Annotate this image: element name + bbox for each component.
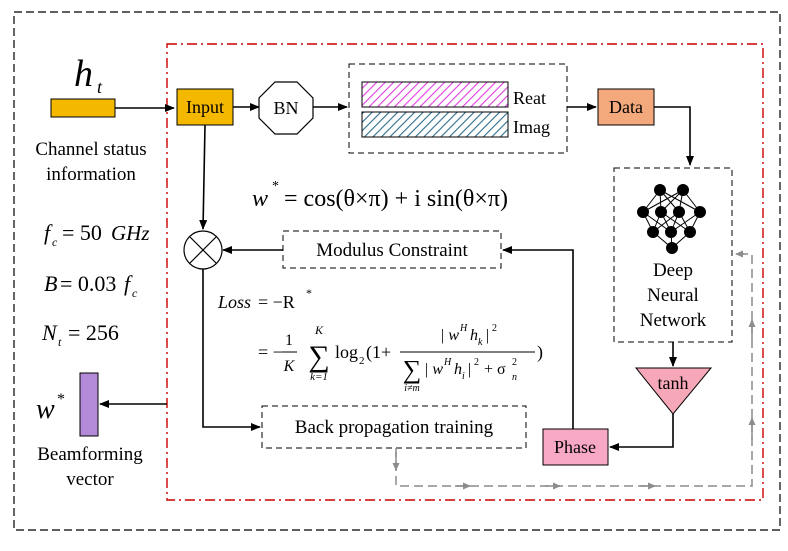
gradient-feedback-path	[392, 250, 756, 490]
loss-rhs: = −R	[258, 292, 295, 312]
outer-frame	[13, 11, 781, 531]
wstar-sup: *	[57, 391, 65, 408]
dnn-label-line1: Deep	[653, 260, 693, 281]
arrow-phase-to-modulus	[502, 246, 574, 429]
real-imag-split-box	[348, 63, 568, 154]
paren-close: )	[537, 342, 543, 363]
tanh-block	[634, 367, 713, 415]
loss-lhs: Loss	[217, 292, 251, 312]
inner-den-h-sub: i	[462, 371, 465, 382]
red-model-frame	[166, 43, 764, 501]
inner-num-h: h	[470, 327, 478, 344]
inner-den-plus: + σ	[484, 361, 506, 378]
paren-open: (1+	[366, 342, 391, 363]
arrow-data-to-dnn	[654, 106, 694, 166]
backprop-block	[261, 405, 527, 449]
phase-block-label: Phase	[554, 437, 596, 457]
sigma-sub: n	[512, 372, 517, 383]
arrow-multiplier-to-backprop	[202, 269, 261, 431]
phase-block	[542, 428, 609, 466]
param-fc: f c = 50 GHz	[44, 220, 150, 249]
loss-sup: *	[306, 286, 312, 300]
frac-num: 1	[285, 332, 293, 349]
fc-symbol: f	[44, 220, 53, 245]
ht-symbol: h	[74, 53, 93, 95]
nt-sub: t	[58, 335, 62, 349]
data-block	[597, 88, 655, 126]
inner-den-sup: H	[443, 357, 452, 368]
b-symbol: B	[44, 271, 57, 296]
loss-formula: Loss = −R * = − 1 K K ∑ k=1 log 2 (1+ | …	[217, 286, 543, 394]
fc-unit: GHz	[111, 221, 150, 245]
wstar-symbol: w	[36, 394, 55, 425]
inner-num-sup: H	[459, 323, 468, 334]
b-f: f	[124, 271, 133, 296]
sigma-sup: 2	[512, 357, 517, 368]
real-part-bar	[361, 81, 509, 108]
bn-block-label: BN	[273, 98, 298, 118]
beamforming-output-bar	[79, 372, 99, 437]
loss2-prefix: = −	[258, 342, 283, 362]
channel-input-bar	[50, 98, 116, 118]
log-label: log	[335, 342, 358, 362]
nt-value: = 256	[68, 320, 119, 345]
input-block	[176, 88, 234, 126]
sum-symbol: ∑	[308, 340, 329, 373]
beamforming-caption-line2: vector	[66, 469, 114, 490]
nt-symbol: N	[41, 320, 58, 345]
inner-den-end: |	[468, 361, 471, 378]
inner-num-w: | w	[440, 327, 459, 344]
inner-num-h-sub: k	[478, 337, 483, 348]
input-block-label: Input	[186, 97, 224, 117]
sum-top: K	[314, 323, 324, 337]
real-label: Reat	[513, 88, 546, 108]
inner-den-sq: 2	[474, 357, 479, 368]
wstar-formula-sup: *	[272, 179, 279, 194]
imag-part-bar	[361, 111, 509, 138]
frac-den: K	[283, 358, 296, 375]
b-value: = 0.03	[60, 271, 116, 296]
neural-network-icon	[637, 184, 706, 254]
wstar-formula-rhs: = cos(θ×π) + i sin(θ×π)	[284, 186, 508, 212]
backprop-label: Back propagation training	[295, 417, 494, 438]
imag-label: Imag	[513, 117, 550, 137]
inner-num-end: |	[486, 327, 489, 344]
data-block-label: Data	[609, 97, 643, 117]
param-nt: N t = 256	[41, 320, 119, 349]
inner-den-w: | w	[424, 361, 443, 378]
multiplier-node	[183, 230, 223, 270]
channel-caption-line2: information	[46, 164, 136, 185]
wstar-formula: w * = cos(θ×π) + i sin(θ×π)	[252, 179, 508, 212]
arrow-tanh-to-phase	[609, 414, 674, 451]
fc-sub: c	[52, 235, 58, 249]
bn-block	[258, 81, 314, 135]
dnn-label-line3: Network	[640, 310, 707, 331]
beamforming-caption-line1: Beamforming	[37, 444, 143, 465]
modulus-constraint-label: Modulus Constraint	[316, 240, 468, 261]
channel-caption-line1: Channel status	[35, 139, 146, 160]
inner-num-sq: 2	[492, 323, 497, 334]
wstar-formula-lhs: w	[252, 186, 268, 212]
arrow-input-to-multiplier	[199, 124, 208, 230]
dnn-label-line2: Neural	[647, 285, 699, 306]
inner-sum-bottom: i≠m	[404, 383, 420, 394]
tanh-block-label: tanh	[658, 373, 689, 393]
param-b: B = 0.03 f c	[44, 271, 138, 300]
b-sub: c	[132, 286, 138, 300]
inner-sum-symbol: ∑	[403, 355, 422, 384]
sum-bottom: k=1	[310, 371, 328, 383]
ht-subscript: t	[97, 77, 103, 97]
inner-den-h: h	[454, 361, 462, 378]
log-sub: 2	[359, 355, 365, 367]
fc-value: = 50	[62, 220, 102, 245]
